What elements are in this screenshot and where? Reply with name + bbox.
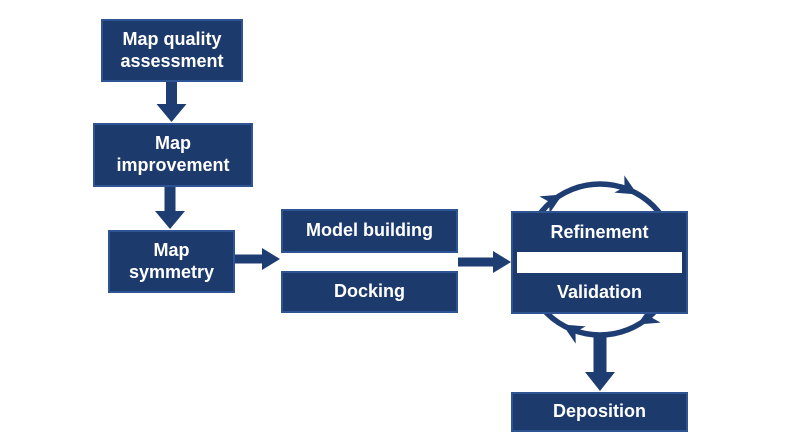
cycle-arrowhead-top-right [614, 175, 638, 195]
node-map-quality-assessment: Map quality assessment [101, 19, 243, 82]
cycle-arrowhead-top-left [539, 194, 563, 214]
node-map-improvement: Map improvement [93, 123, 253, 187]
arrow-right-building-to-refinement [458, 251, 511, 273]
node-label-map-quality-assessment: Map quality assessment [120, 28, 224, 71]
node-docking: Docking [281, 271, 458, 313]
node-refinement-validation-group: Refinement Validation [511, 211, 688, 314]
node-label-model-building: Model building [306, 220, 433, 241]
node-label-docking: Docking [333, 281, 405, 302]
node-label-map-improvement: Map improvement [116, 133, 230, 175]
arrow-down-assessment-to-improvement [156, 82, 187, 122]
node-label-refinement: Refinement [550, 221, 649, 242]
node-refinement: Refinement [513, 213, 686, 252]
group-divider-stripe [517, 252, 682, 273]
arrow-down-improvement-to-symmetry [155, 186, 185, 229]
arrow-right-symmetry-to-building [234, 248, 280, 270]
node-validation: Validation [513, 273, 686, 312]
node-deposition: Deposition [511, 392, 688, 432]
node-label-validation: Validation [556, 281, 643, 302]
node-label-map-symmetry: Map symmetry [128, 239, 215, 282]
node-label-deposition: Deposition [553, 401, 646, 422]
cycle-arrowhead-bottom-left [562, 324, 586, 344]
node-model-building: Model building [281, 209, 458, 253]
node-map-symmetry: Map symmetry [108, 230, 235, 293]
arrow-down-cycle-to-deposition [585, 336, 615, 391]
cycle-arrowhead-bottom-right [637, 305, 661, 325]
